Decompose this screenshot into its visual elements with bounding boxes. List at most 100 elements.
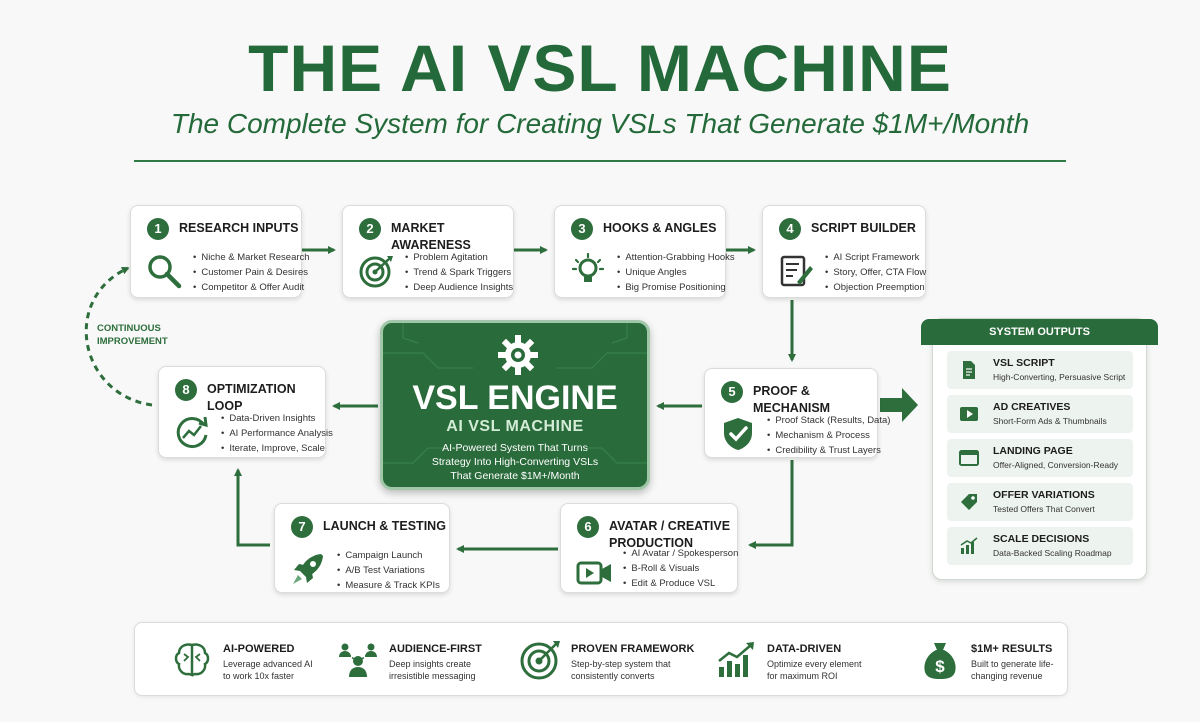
- step-number: 6: [577, 516, 599, 538]
- list-item: Iterate, Improve, Scale: [221, 441, 333, 456]
- step-script-builder: 4 SCRIPT BUILDER AI Script Framework Sto…: [762, 205, 926, 298]
- audience-icon: [339, 643, 377, 677]
- magnifier-icon: [148, 255, 182, 289]
- list-item: AI Avatar / Spokesperson: [623, 546, 738, 561]
- step-launch-testing: 7 LAUNCH & TESTING Campaign Launch A/B T…: [274, 503, 450, 593]
- output-offer-variations: OFFER VARIATIONS Tested Offers That Conv…: [947, 483, 1133, 521]
- list-item: B-Roll & Visuals: [623, 561, 738, 576]
- step-title-line-1: AVATAR / CREATIVE: [609, 519, 731, 533]
- feature-title: AUDIENCE-FIRST: [389, 643, 482, 655]
- target-icon: [520, 641, 560, 680]
- step-market-awareness: 2 MARKET AWARENESS Problem Agitation Tre…: [342, 205, 514, 298]
- step-title: RESEARCH INPUTS: [179, 221, 299, 235]
- gear-icon: [498, 335, 538, 375]
- tag-icon: [961, 494, 977, 510]
- list-item: Proof Stack (Results, Data): [767, 413, 890, 428]
- page-title: THE AI VSL MACHINE: [248, 31, 952, 105]
- list-item: Trend & Spark Triggers: [405, 265, 513, 280]
- list-item: Edit & Produce VSL: [623, 576, 738, 591]
- continuous-improvement-label: CONTINUOUS IMPROVEMENT: [97, 323, 168, 347]
- list-item: Customer Pain & Desires: [193, 265, 310, 280]
- feature-title: DATA-DRIVEN: [767, 643, 842, 655]
- browser-window-icon: [959, 450, 979, 466]
- step-items: Campaign Launch A/B Test Variations Meas…: [337, 548, 440, 593]
- step-title: LAUNCH & TESTING: [323, 519, 446, 533]
- video-camera-icon: [576, 561, 611, 585]
- step-title: SCRIPT BUILDER: [811, 221, 916, 235]
- refresh-chart-icon: [176, 416, 208, 449]
- feature-desc: Built to generate life-changing revenue: [971, 659, 1054, 681]
- engine-subtitle: AI VSL MACHINE: [446, 418, 584, 435]
- circuit-pattern: [383, 323, 647, 464]
- list-item: Deep Audience Insights: [405, 280, 513, 295]
- script-edit-icon: [780, 255, 813, 287]
- arrow-5-to-6: [748, 460, 794, 549]
- bar-chart-icon: [960, 537, 978, 554]
- money-bag-icon: $: [924, 643, 956, 679]
- feature-title: $1M+ RESULTS: [971, 643, 1053, 655]
- list-item: A/B Test Variations: [337, 563, 440, 578]
- step-number: 4: [779, 218, 801, 240]
- system-outputs-title: SYSTEM OUTPUTS: [921, 319, 1158, 345]
- feature-desc: Deep insights create irresistible messag…: [389, 659, 476, 681]
- page-subtitle: The Complete System for Creating VSLs Th…: [170, 108, 1030, 139]
- list-item: Niche & Market Research: [193, 250, 309, 265]
- list-item: Unique Angles: [617, 265, 735, 280]
- engine-title: VSL ENGINE: [412, 379, 618, 417]
- growth-chart-icon: [718, 642, 754, 677]
- step-proof-mechanism: 5 PROOF & MECHANISM Proof Stack (Results…: [704, 368, 890, 458]
- step-number: 5: [721, 381, 743, 403]
- step-items: AI Avatar / Spokesperson B-Roll & Visual…: [623, 546, 738, 591]
- target-icon: [359, 256, 393, 288]
- output-ad-creatives: AD CREATIVES Short-Form Ads & Thumbnails: [947, 395, 1133, 433]
- list-item: Objection Preemption: [825, 280, 926, 295]
- list-item: Campaign Launch: [337, 548, 440, 563]
- engine-description: AI-Powered System That Turns Strategy In…: [431, 442, 599, 482]
- brain-icon: [174, 643, 210, 677]
- feature-title: AI-POWERED: [223, 643, 295, 655]
- svg-text:$: $: [935, 657, 945, 676]
- step-number: 7: [291, 516, 313, 538]
- play-icon: [960, 407, 978, 421]
- output-desc: Tested Offers That Convert: [993, 504, 1095, 514]
- features-bar: AI-POWERED Leverage advanced AI to work …: [134, 622, 1068, 696]
- vsl-engine-panel: VSL ENGINE AI VSL MACHINE AI-Powered Sys…: [380, 320, 650, 490]
- output-title: AD CREATIVES: [993, 401, 1071, 413]
- step-hooks-angles: 3 HOOKS & ANGLES Attention-Grabbing Hook…: [554, 205, 735, 298]
- step-number: 2: [359, 218, 381, 240]
- arrow-loop-to-1: [84, 266, 153, 407]
- list-item: Problem Agitation: [405, 250, 513, 265]
- output-landing-page: LANDING PAGE Offer-Aligned, Conversion-R…: [947, 439, 1133, 477]
- list-item: Attention-Grabbing Hooks: [617, 250, 734, 265]
- step-number: 3: [571, 218, 593, 240]
- output-desc: Short-Form Ads & Thumbnails: [993, 416, 1107, 426]
- list-item: AI Performance Analysis: [221, 426, 333, 441]
- list-item: Big Promise Positioning: [617, 280, 735, 295]
- step-items: Problem Agitation Trend & Spark Triggers…: [405, 250, 513, 295]
- system-outputs-panel: SYSTEM OUTPUTS VSL SCRIPT High-Convertin…: [921, 318, 1158, 580]
- step-title: PROOF & MECHANISM: [753, 384, 831, 415]
- feature-desc: Step-by-step system that consistently co…: [571, 659, 671, 681]
- output-title: SCALE DECISIONS: [993, 533, 1090, 545]
- list-item: Credibility & Trust Layers: [767, 443, 890, 458]
- step-number: 1: [147, 218, 169, 240]
- feature-title: PROVEN FRAMEWORK: [571, 643, 695, 655]
- arrow-to-outputs: [880, 388, 918, 422]
- output-desc: High-Converting, Persuasive Script: [993, 372, 1126, 382]
- lightbulb-icon: [571, 252, 605, 282]
- step-items: Data-Driven Insights AI Performance Anal…: [221, 411, 333, 456]
- list-item: AI Script Framework: [825, 250, 926, 265]
- title-divider: [134, 160, 1066, 162]
- output-desc: Data-Backed Scaling Roadmap: [993, 548, 1112, 558]
- step-title: HOOKS & ANGLES: [603, 221, 717, 235]
- output-title: LANDING PAGE: [993, 445, 1073, 457]
- rocket-icon: [293, 554, 323, 584]
- step-title: OPTIMIZATION LOOP: [207, 382, 296, 413]
- step-optimization-loop: 8 OPTIMIZATION LOOP Data-Driven Insights…: [158, 366, 333, 458]
- step-items: Attention-Grabbing Hooks Unique Angles B…: [617, 250, 735, 295]
- list-item: Measure & Track KPIs: [337, 578, 440, 593]
- output-scale-decisions: SCALE DECISIONS Data-Backed Scaling Road…: [947, 527, 1133, 565]
- output-title: OFFER VARIATIONS: [993, 489, 1095, 501]
- document-icon: [963, 361, 975, 379]
